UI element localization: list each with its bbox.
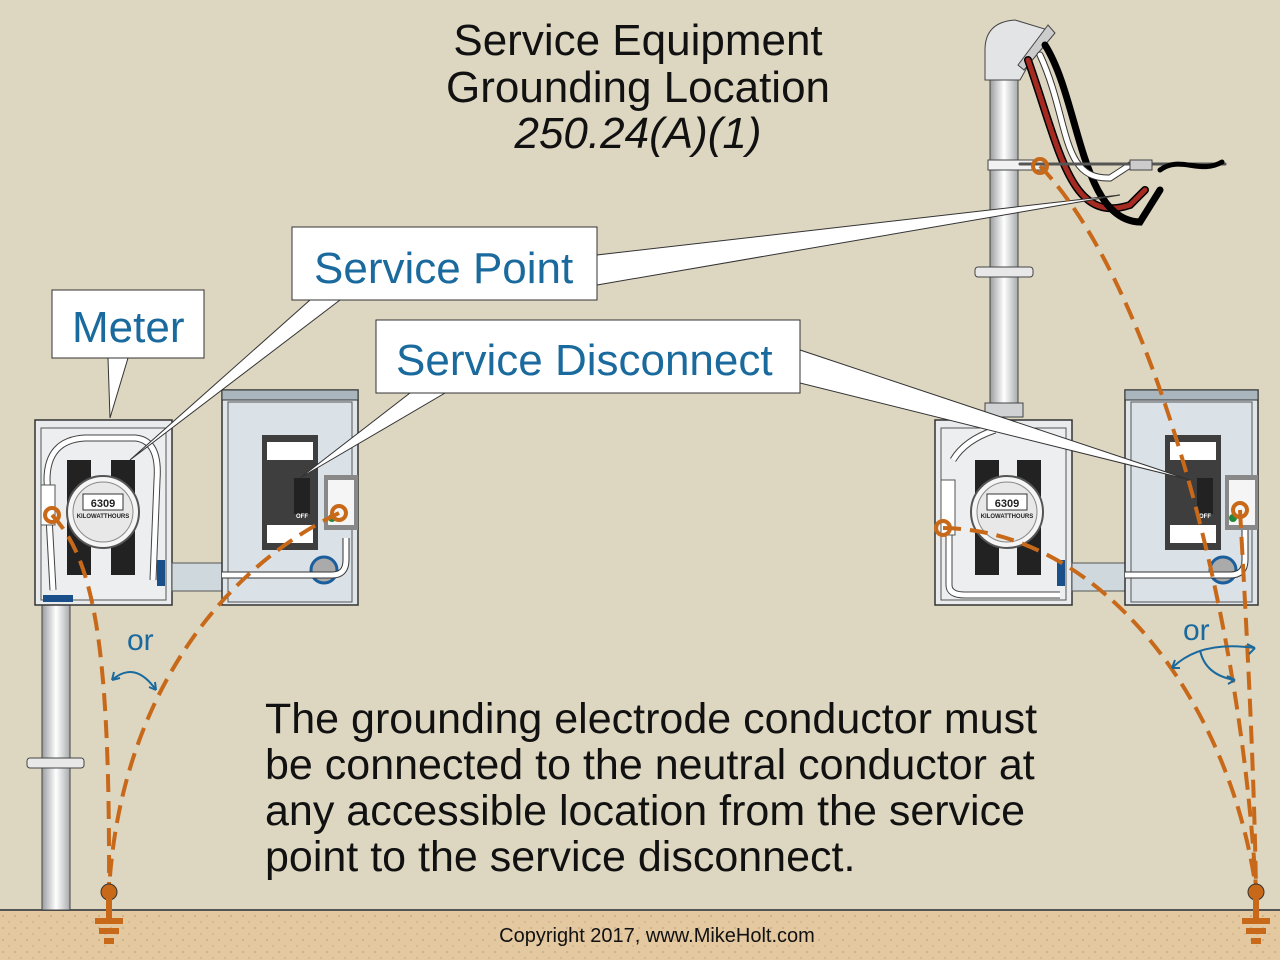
copyright-notice: Copyright 2017, www.MikeHolt.com bbox=[499, 925, 815, 947]
diagram-title: Service Equipment Grounding Location 250… bbox=[446, 16, 830, 158]
description-text: The grounding electrode conductor must b… bbox=[265, 695, 1037, 881]
meter-reading: 6309 bbox=[91, 498, 115, 510]
title-line-2: Grounding Location bbox=[446, 63, 830, 112]
or-label-right: or bbox=[1183, 614, 1210, 647]
right-service-mast bbox=[974, 19, 1056, 418]
service-drop-conductors bbox=[1018, 41, 1227, 226]
callout-meter: Meter bbox=[51, 289, 205, 419]
description-line-4: point to the service disconnect. bbox=[265, 833, 855, 881]
gec-path-service-point-right bbox=[1038, 164, 1258, 891]
gec-path-disconnect-left bbox=[107, 511, 340, 891]
breaker-off-label: OFF bbox=[296, 514, 308, 520]
callout-service-disconnect-text: Service Disconnect bbox=[396, 336, 773, 385]
meter-label: KILOWATTHOURS bbox=[981, 514, 1034, 520]
weatherhead bbox=[984, 19, 1049, 81]
left-conduit-mast bbox=[26, 603, 85, 911]
description-line-1: The grounding electrode conductor must bbox=[265, 695, 1037, 743]
gec-path-meter-right bbox=[942, 526, 1258, 891]
description-line-2: be connected to the neutral conductor at bbox=[265, 741, 1035, 789]
ground bbox=[0, 910, 1280, 960]
meter-reading: 6309 bbox=[995, 498, 1019, 510]
service-disconnect-right: OFF bbox=[1124, 389, 1259, 606]
title-line-1: Service Equipment bbox=[453, 16, 822, 65]
callout-service-point: Service Point bbox=[129, 194, 1121, 461]
meter-enclosure-right: 6309 KILOWATTHOURS bbox=[934, 419, 1073, 606]
grounding-electrode-conductor-paths bbox=[43, 157, 1258, 891]
title-code-reference: 250.24(A)(1) bbox=[513, 109, 761, 158]
gec-path-disconnect-right bbox=[1238, 509, 1258, 891]
meter-enclosure-left: 6309 KILOWATTHOURS bbox=[34, 419, 173, 606]
or-label-left: or bbox=[127, 624, 154, 657]
or-arrows-left-icon bbox=[111, 671, 157, 691]
service-disconnect-left: OFF bbox=[221, 389, 359, 606]
gec-path-meter-left bbox=[50, 513, 112, 891]
callout-service-disconnect: Service Disconnect bbox=[299, 319, 1191, 481]
meter-label: KILOWATTHOURS bbox=[77, 514, 130, 520]
description-line-3: any accessible location from the service bbox=[265, 787, 1025, 835]
callout-service-point-text: Service Point bbox=[314, 244, 573, 293]
breaker-off-label: OFF bbox=[1199, 514, 1211, 520]
nipple-conduit-left bbox=[171, 562, 223, 592]
callout-meter-text: Meter bbox=[72, 303, 184, 352]
grounding-electrode-left-icon bbox=[95, 883, 123, 944]
or-arrows-right-icon bbox=[1171, 643, 1256, 685]
grounding-electrode-right-icon bbox=[1242, 883, 1270, 944]
